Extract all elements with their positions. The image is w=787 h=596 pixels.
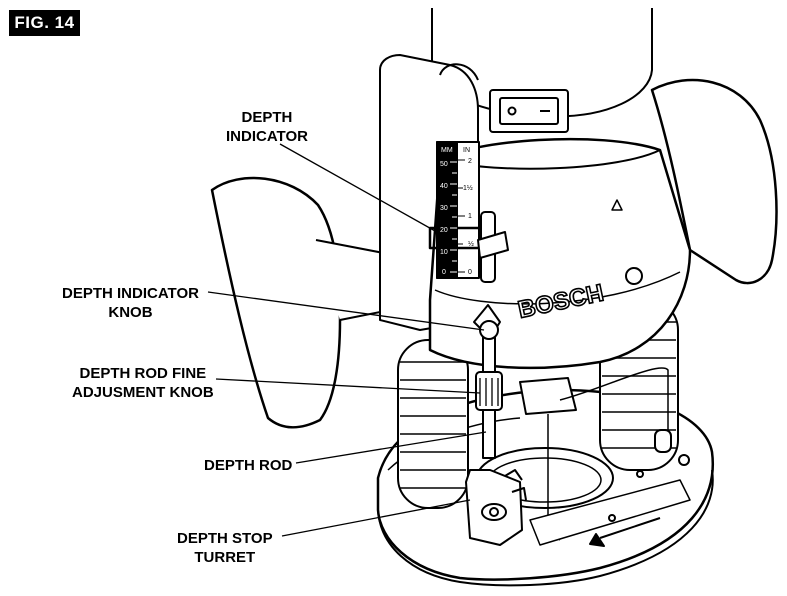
scale-unit-in: IN bbox=[463, 147, 470, 154]
depth-marker-triangle bbox=[611, 199, 623, 211]
scale-mm-tick: 10 bbox=[440, 249, 448, 256]
label-depth-indicator: DEPTH INDICATOR bbox=[226, 109, 308, 145]
leader-depth-stop-turret bbox=[281, 499, 471, 537]
scale-in-tick: 1½ bbox=[463, 184, 473, 192]
leader-depth-rod bbox=[295, 431, 487, 464]
scale-in-tick: ½ bbox=[468, 240, 474, 248]
scale-mm-tick: 30 bbox=[440, 205, 448, 212]
label-depth-rod: DEPTH ROD bbox=[204, 457, 293, 474]
scale-in-tick: 1 bbox=[468, 213, 472, 220]
scale-mm-tick: 20 bbox=[440, 227, 448, 234]
scale-in-tick: 0 bbox=[468, 269, 472, 276]
figure-label: FIG. 14 bbox=[9, 10, 80, 36]
leader-depth-indicator-knob bbox=[207, 291, 485, 331]
logo-mark bbox=[625, 267, 643, 285]
router-power-switch bbox=[489, 89, 569, 133]
router-base-guide bbox=[519, 367, 691, 547]
router-right-handle bbox=[650, 78, 778, 285]
leader-depth-rod-fine-adjustment-knob bbox=[215, 378, 481, 394]
scale-mm-tick: 0 bbox=[442, 269, 446, 276]
callout-leaders bbox=[207, 143, 487, 537]
scale-mm-tick: 40 bbox=[440, 183, 448, 190]
label-depth-rod-fine-adjustment-knob: DEPTH ROD FINE ADJUSMENT KNOB bbox=[72, 365, 214, 401]
depth-scale bbox=[436, 141, 480, 279]
depth-scale-ticks bbox=[450, 161, 457, 273]
scale-in-tick: 2 bbox=[468, 158, 472, 165]
scale-unit-mm: MM bbox=[441, 147, 453, 154]
depth-rod-assembly bbox=[473, 211, 509, 459]
scale-mm-tick: 50 bbox=[440, 161, 448, 168]
leader-depth-indicator bbox=[279, 143, 445, 237]
label-depth-indicator-knob: DEPTH INDICATOR KNOB bbox=[62, 285, 199, 321]
depth-scale-ticks-in bbox=[457, 159, 465, 273]
label-depth-stop-turret: DEPTH STOP TURRET bbox=[177, 530, 273, 566]
depth-stop-turret bbox=[465, 469, 527, 546]
depth-scale-labels: MM IN 50 40 30 20 10 0 2 1½ 1 ½ 0 bbox=[440, 147, 474, 276]
